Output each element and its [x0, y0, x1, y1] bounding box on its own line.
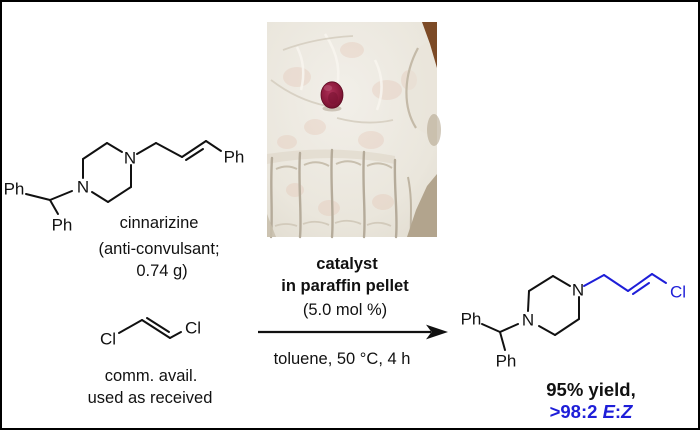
atom-label-ph: Ph	[224, 148, 245, 167]
chloroallyl-chain	[583, 273, 667, 295]
cinnarizine-structure: N N Ph Ph Ph	[4, 140, 245, 235]
atom-label-ph: Ph	[461, 310, 482, 329]
selectivity-z-label: Z	[621, 401, 633, 422]
conditions-catalyst-line2: in paraffin pellet	[281, 277, 409, 295]
product-yield: 95% yield,	[546, 379, 636, 400]
atom-label-n: N	[124, 149, 136, 168]
product-selectivity: >98:2 E:Z	[550, 400, 633, 423]
glove-palm	[267, 22, 437, 237]
reactant-note-line2: 0.74 g)	[136, 262, 188, 280]
atom-label-n: N	[522, 311, 534, 330]
glove-thumb	[406, 36, 437, 140]
atom-label-cl: Cl	[670, 283, 686, 302]
selectivity-e-label: E	[602, 401, 615, 422]
atom-label-ph: Ph	[4, 180, 25, 199]
catalyst-pellet-photo	[267, 22, 441, 239]
conditions-solvent: toluene, 50 °C, 4 h	[273, 350, 411, 368]
atom-label-n: N	[572, 281, 584, 300]
atom-label-ph: Ph	[52, 216, 73, 235]
photo-corner-bench	[407, 174, 437, 237]
conditions-catalyst-line1: catalyst	[316, 255, 378, 273]
atom-label-cl: Cl	[185, 319, 201, 338]
photo-corner-wood	[422, 22, 437, 68]
reactant-note-line1: (anti-convulsant;	[98, 240, 220, 258]
reactant-name: cinnarizine	[119, 214, 199, 232]
reaction-arrow	[258, 324, 448, 340]
selectivity-colon: :	[614, 401, 622, 422]
selectivity-ratio: >98:2	[549, 401, 603, 422]
conditions-loading: (5.0 mol %)	[302, 301, 388, 319]
reagent-note-line1: comm. avail.	[104, 367, 198, 385]
atom-label-ph: Ph	[496, 352, 517, 371]
dichloroethene-structure: Cl Cl	[100, 317, 201, 349]
reagent-note-line2: used as received	[87, 389, 213, 407]
atom-label-n: N	[77, 178, 89, 197]
atom-label-cl: Cl	[100, 330, 116, 349]
product-structure: N N Cl Ph Ph	[461, 273, 686, 371]
